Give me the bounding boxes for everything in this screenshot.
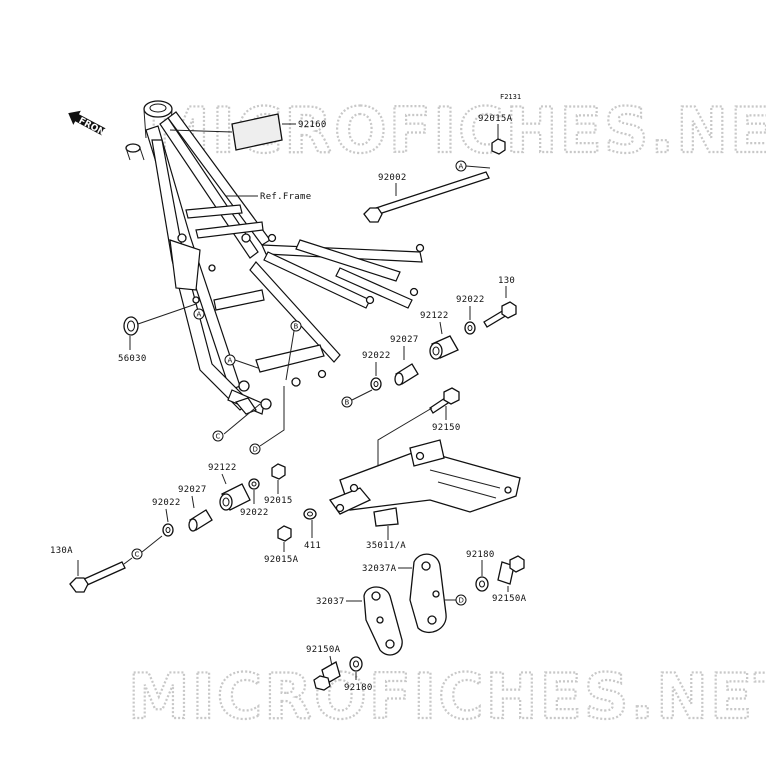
- front-arrow-icon: FRONT: [68, 110, 113, 141]
- plate-32037: [363, 586, 403, 656]
- part-35011a: 35011/A: [366, 541, 406, 551]
- collar-92027-left: [188, 509, 213, 532]
- part-130a: 130A: [50, 546, 73, 556]
- part-92002: 92002: [378, 173, 407, 183]
- part-411: 411: [304, 541, 321, 551]
- label-sticker: [231, 113, 283, 151]
- bushing-92122-right: [429, 335, 459, 360]
- callout-a-top: A: [459, 163, 464, 171]
- part-130: 130: [498, 276, 515, 286]
- callout-a-frame-2: A: [228, 357, 233, 365]
- nut-92015a-left: [277, 525, 292, 542]
- part-92022-right-lower: 92022: [362, 351, 391, 361]
- part-92015: 92015: [264, 496, 293, 506]
- bushing-92122-left: [219, 483, 251, 511]
- nut-92015a-top: [491, 138, 506, 155]
- bolt-92002: [363, 171, 490, 223]
- part-92022-right: 92022: [456, 295, 485, 305]
- part-92180-right: 92180: [466, 550, 495, 560]
- part-92180-bottom: 92180: [344, 683, 373, 693]
- part-92022-left: 92022: [152, 498, 181, 508]
- bolt-130: [483, 301, 517, 328]
- engine-bracket-35011a: [328, 439, 521, 527]
- part-92022-left-bottom: 92022: [240, 508, 269, 518]
- part-92150a-bottom: 92150A: [306, 645, 341, 655]
- callout-a-frame-1: A: [197, 311, 202, 319]
- part-92027-right: 92027: [390, 335, 419, 345]
- part-92122-left: 92122: [208, 463, 237, 473]
- part-92015a-top: 92015A: [478, 114, 513, 124]
- part-92150a-right: 92150A: [492, 594, 527, 604]
- bolt-92150a-bottom: [313, 661, 341, 691]
- part-92015a-left: 92015A: [264, 555, 299, 565]
- ref-frame-label: Ref.Frame: [260, 192, 311, 202]
- callout-c-left: C: [135, 551, 140, 559]
- part-56030: 56030: [118, 354, 147, 364]
- part-32037: 32037: [316, 597, 345, 607]
- watermark-bottom: MICROFICHES.NET: [128, 660, 766, 733]
- part-92122-right: 92122: [420, 311, 449, 321]
- bolt-92150: [429, 387, 460, 414]
- part-92150: 92150: [432, 423, 461, 433]
- callout-d-bracket: D: [459, 597, 464, 605]
- bolt-92150a-right: [497, 555, 525, 585]
- front-label: FRONT: [77, 116, 113, 141]
- figure-code: F2131: [500, 93, 521, 101]
- callout-c-frame: C: [216, 433, 221, 441]
- callout-d-frame: D: [253, 446, 258, 454]
- part-92027-left: 92027: [178, 485, 207, 495]
- part-92160: 92160: [298, 120, 327, 130]
- callout-b-right: B: [345, 399, 350, 407]
- nut-92015: [271, 463, 286, 480]
- bolt-130a: [69, 561, 126, 593]
- collar-92027-right: [394, 363, 419, 386]
- callout-b-frame: B: [294, 323, 299, 331]
- part-32037a: 32037A: [362, 564, 397, 574]
- plate-32037a: [409, 553, 447, 633]
